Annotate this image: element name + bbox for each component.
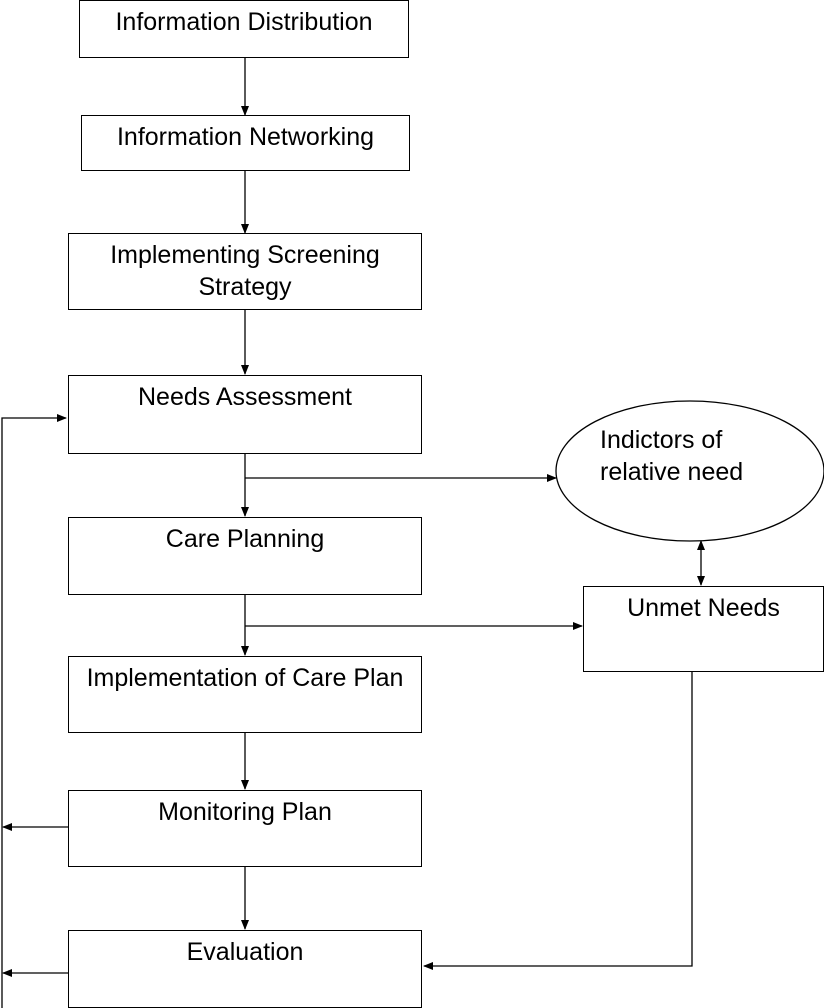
box-evaluation: Evaluation xyxy=(68,930,422,1008)
box-information-networking: Information Networking xyxy=(81,115,410,171)
box-information-distribution: Information Distribution xyxy=(79,0,409,58)
label-screening-strategy: Implementing Screening Strategy xyxy=(110,241,380,301)
box-implementation-care-plan: Implementation of Care Plan xyxy=(68,656,422,733)
label-indicators: Indictors of relative need xyxy=(600,426,744,486)
label-evaluation: Evaluation xyxy=(186,938,304,966)
label-care-planning: Care Planning xyxy=(165,525,325,553)
label-monitoring-plan: Monitoring Plan xyxy=(158,798,332,826)
arrow-unmet-to-evaluation xyxy=(423,672,693,970)
label-needs-assessment: Needs Assessment xyxy=(138,383,352,411)
box-monitoring-plan: Monitoring Plan xyxy=(68,790,422,867)
box-unmet-needs: Unmet Needs xyxy=(583,586,824,672)
label-information-networking: Information Networking xyxy=(116,123,375,151)
box-care-planning: Care Planning xyxy=(68,517,422,595)
label-information-distribution: Information Distribution xyxy=(115,8,373,36)
box-screening-strategy: Implementing Screening Strategy xyxy=(68,233,422,310)
feedback-loop-line xyxy=(1,414,67,1008)
label-unmet-needs: Unmet Needs xyxy=(627,594,780,622)
box-needs-assessment: Needs Assessment xyxy=(68,375,422,454)
indicators-ellipse xyxy=(555,400,824,542)
label-implementation-care-plan: Implementation of Care Plan xyxy=(86,664,404,692)
